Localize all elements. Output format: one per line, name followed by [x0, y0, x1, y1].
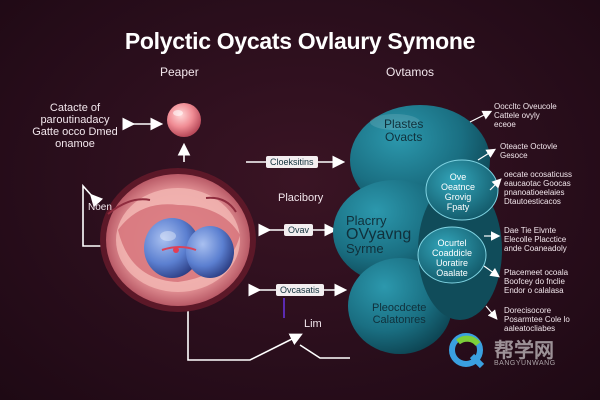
teal-top-line: Plastes [384, 117, 424, 131]
note-line: Oteacte Octovle [500, 142, 558, 151]
right-pointers [469, 110, 502, 320]
note-line: Gesoce [500, 151, 528, 160]
left-line: Gatte occo Dmed [32, 126, 118, 138]
watermark-sub: BANGYUNWANG [494, 360, 556, 367]
teal-top-line: Ovacts [385, 130, 423, 144]
teal-bottom-line: Pleocdcete [372, 302, 427, 314]
note-line: pnanoatioeelaies [504, 188, 565, 197]
small-label-1: Ove Oeatnce Grovig Fpaty [441, 172, 475, 212]
left-line: Catacte of [49, 102, 101, 114]
small-line: Fpaty [446, 202, 470, 212]
small-line: Ocurtel [437, 238, 467, 248]
small-label-2: Ocurtel Coaddicle Uoratire Oaalate [432, 238, 472, 278]
note-line: eceoe [494, 120, 516, 129]
note-line: ande Coaneadoly [504, 244, 567, 253]
side-bracket [82, 183, 117, 247]
note-line: aaleatocliabes [504, 324, 556, 333]
bottom-tag: Lim [304, 318, 322, 330]
small-line: Grovig [444, 192, 472, 202]
left-line: paroutinadacy [40, 114, 110, 126]
teal-top-label: Plastes Ovacts [384, 118, 423, 144]
label-ovtamos: Ovtamos [386, 65, 435, 79]
teal-bottom-line: Calatonres [372, 314, 426, 326]
teal-center-label: Placrry OVyavng Syrme [346, 214, 411, 256]
note-2: Oteacte Octovle Gesoce [500, 142, 557, 160]
note-6: Dorecisocore Posarmtee Cole lo aaleatocl… [504, 306, 570, 333]
left-line: onamoe [55, 138, 95, 150]
teal-center-line: Syrme [346, 241, 384, 256]
note-line: Ptacemeet ocoala [504, 268, 569, 277]
note-line: Dtautoesticacos [504, 197, 561, 206]
middle-text: Placibory [278, 192, 324, 204]
note-1: Ooccltc Oveucole Cattele ovyly eceoe [494, 102, 557, 129]
note-line: Posarmtee Cole lo [504, 315, 570, 324]
small-line: Ove [449, 172, 467, 182]
side-tag: Noen [88, 202, 112, 213]
note-line: Endor o calalasa [504, 286, 564, 295]
watermark: 帮学网 BANGYUNWANG [448, 330, 598, 374]
note-line: Dorecisocore [504, 306, 552, 315]
teal-bottom-label: Pleocdcete Calatonres [372, 302, 426, 326]
teal-organ-shape [333, 105, 502, 354]
ovary-right [186, 226, 234, 278]
note-5: Ptacemeet ocoala Boofcey do fnclie Endor… [504, 268, 568, 295]
label-peaper: Peaper [160, 65, 199, 79]
small-line: Coaddicle [432, 248, 473, 258]
arrow-top-label: Cloeksitins [266, 156, 318, 168]
arrow-bottom-label: Ovcasatis [276, 284, 324, 296]
note-line: eaucaotac Goocas [504, 179, 571, 188]
small-line: Uoratire [436, 258, 469, 268]
note-4: Dae Tie Elvnte Elecolle Placctice ande C… [504, 226, 567, 253]
tissue-cross-section [100, 168, 256, 312]
small-line: Oaalate [436, 268, 468, 278]
teal-center-line: Placrry [346, 213, 387, 228]
note-line: Cattele ovyly [494, 111, 540, 120]
watermark-text: 帮学网 [494, 338, 554, 362]
left-connectors [82, 117, 350, 361]
note-line: oecate ocosaticuss [504, 170, 573, 179]
bottom-arrow-path [187, 310, 303, 361]
note-line: Elecolle Placctice [504, 235, 567, 244]
note-line: Ooccltc Oveucole [494, 102, 557, 111]
arrow-middle-label: Ovav [284, 224, 314, 236]
logo-q-icon [449, 333, 485, 369]
left-text-block: Catacte of paroutinadacy Gatte occo Dmed… [30, 102, 120, 150]
page-title: Polyctic Oycats Ovlaury Symone [124, 28, 476, 54]
note-line: Dae Tie Elvnte [504, 226, 557, 235]
note-line: Boofcey do fnclie [504, 277, 565, 286]
teal-center-line: OVyavng [346, 226, 412, 243]
note-3: oecate ocosaticuss eaucaotac Goocas pnan… [504, 170, 572, 206]
peaper-bulb [167, 103, 201, 137]
bottom-line [299, 344, 350, 359]
small-line: Oeatnce [441, 182, 476, 192]
